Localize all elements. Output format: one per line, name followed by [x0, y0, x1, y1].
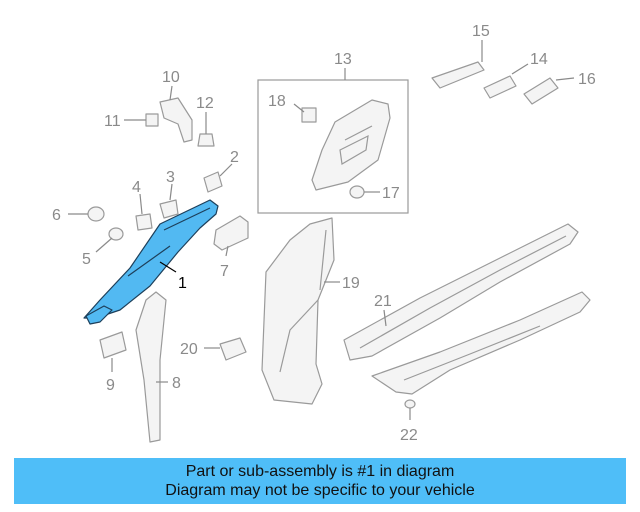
leader-14 [511, 63, 529, 75]
callout-4: 4 [132, 179, 141, 196]
leader-1 [159, 261, 177, 273]
callout-7: 7 [220, 263, 229, 280]
leader-21 [383, 309, 387, 327]
part-17-clip [349, 185, 365, 199]
part-22-detail [403, 325, 541, 381]
part-21-detail [359, 235, 567, 349]
part-20 [219, 337, 247, 361]
part-22-mount [404, 399, 416, 409]
callout-18: 18 [268, 93, 286, 110]
part-9 [99, 331, 127, 359]
part-6-fastener [87, 206, 105, 222]
callout-14: 14 [530, 51, 548, 68]
callout-16: 16 [578, 71, 596, 88]
callout-12: 12 [196, 95, 214, 112]
part-14 [483, 75, 517, 99]
leader-10 [169, 85, 173, 101]
callout-3: 3 [166, 169, 175, 186]
callout-10: 10 [162, 69, 180, 86]
part-2-screw [203, 171, 223, 193]
callout-9: 9 [106, 377, 115, 394]
callout-13: 13 [334, 51, 352, 68]
callout-15: 15 [472, 23, 490, 40]
callout-20: 20 [180, 341, 198, 358]
info-banner: Part or sub-assembly is #1 in diagram Di… [14, 458, 626, 504]
callout-2: 2 [230, 149, 239, 166]
part-10-bracket [159, 97, 193, 143]
callout-22: 22 [400, 427, 418, 444]
banner-line-2: Diagram may not be specific to your vehi… [165, 482, 475, 499]
parts-diagram: 1 2 3 4 5 6 7 8 9 10 11 12 13 14 15 16 1… [52, 23, 596, 444]
callout-5: 5 [82, 251, 91, 268]
callout-21: 21 [374, 293, 392, 310]
callout-6: 6 [52, 207, 61, 224]
part-8-trim [135, 291, 167, 443]
part-11-screw [145, 113, 159, 127]
part-18-screw [301, 107, 317, 123]
callout-1: 1 [178, 275, 187, 292]
leader-3 [169, 183, 173, 201]
banner-line-1: Part or sub-assembly is #1 in diagram [185, 463, 455, 480]
part-3-clip [159, 199, 179, 219]
part-1-lower-tab [85, 305, 113, 325]
leader-4 [139, 193, 143, 215]
callout-8: 8 [172, 375, 181, 392]
leader-5 [95, 237, 113, 253]
inset-box-13 [257, 79, 409, 214]
part-19-detail [279, 229, 327, 373]
callout-11: 11 [104, 113, 121, 130]
part-22-sill [371, 291, 591, 395]
part-4-clip [135, 213, 153, 231]
part-15 [431, 61, 485, 89]
part-5-fastener [108, 227, 124, 241]
part-13-detail [339, 125, 373, 165]
leader-2 [219, 163, 233, 177]
part-1-edge [127, 207, 211, 277]
leader-18 [293, 103, 305, 113]
part-12-clip [197, 133, 215, 147]
callout-17: 17 [382, 185, 400, 202]
callout-19: 19 [342, 275, 360, 292]
leader-7 [225, 245, 229, 257]
leader-16 [555, 77, 575, 81]
part-16 [523, 77, 559, 105]
part-7 [213, 215, 249, 251]
part-21-sill [343, 223, 579, 361]
part-19-trim [261, 217, 335, 405]
